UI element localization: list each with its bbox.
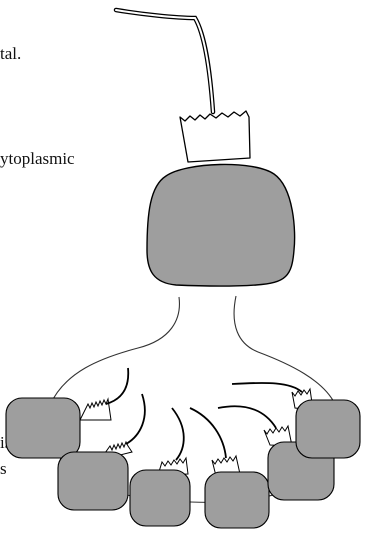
colony-cell-3 xyxy=(130,408,190,526)
large-cell-body xyxy=(147,164,295,286)
large-cell-collar xyxy=(180,111,250,162)
colony-cell-4 xyxy=(190,408,269,528)
